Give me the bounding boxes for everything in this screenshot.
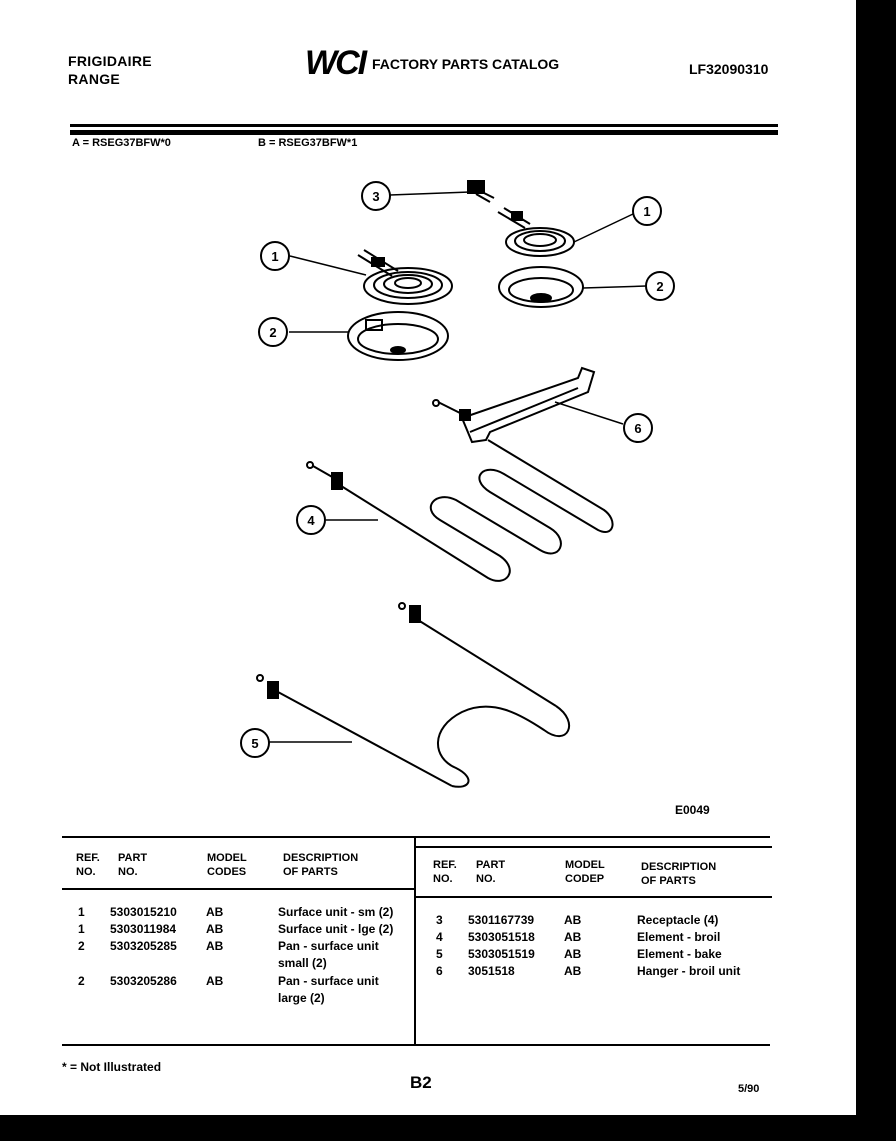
- table-rule-right-top: [416, 846, 772, 848]
- callout-2b: [645, 271, 675, 301]
- page-number: B2: [410, 1073, 432, 1092]
- callout-4: [296, 505, 326, 535]
- table-rule-top: [62, 836, 770, 838]
- leader-2b: [582, 285, 647, 289]
- callout-1a-label: 1: [271, 249, 278, 264]
- callout-2a-label: 2: [269, 325, 276, 340]
- callout-6: [623, 413, 653, 443]
- leader-3: [389, 191, 471, 196]
- parts-diagram: 3 1 1 2 2 6 4 5: [240, 180, 675, 788]
- callout-2b-label: 2: [656, 279, 663, 294]
- model-b: B = RSEG37BFW*1: [258, 137, 358, 149]
- receptacle-part: [467, 180, 495, 203]
- header-rule-bottom: [70, 130, 778, 135]
- callout-1b: [632, 196, 662, 226]
- header-rule-top: [70, 124, 778, 127]
- catalog-title: FACTORY PARTS CATALOG: [372, 56, 560, 72]
- pan-large-part: [347, 311, 449, 361]
- brand-name: FRIGIDAIRE: [68, 53, 152, 69]
- brand-block: FRIGIDAIRE RANGE: [68, 52, 152, 88]
- callout-4-label: 4: [307, 513, 315, 528]
- bottom-border: [0, 1115, 896, 1141]
- catalog-code: LF32090310: [689, 61, 769, 77]
- header-ref-left: REF.NO.: [76, 852, 100, 878]
- callout-6-label: 6: [634, 421, 641, 436]
- leader-1b: [573, 213, 634, 243]
- callout-3: [361, 181, 391, 211]
- catalog-date: 5/90: [738, 1083, 760, 1095]
- table-rule-bottom: [62, 1044, 770, 1046]
- bake-element-part: [256, 602, 571, 788]
- hanger-part: [432, 366, 596, 444]
- callout-5: [240, 728, 270, 758]
- not-illustrated-note: * = Not Illustrated: [62, 1060, 162, 1074]
- leader-1a: [289, 255, 367, 276]
- right-border: [856, 0, 896, 1141]
- table-rule-left-header: [62, 888, 416, 890]
- callout-2a: [258, 317, 288, 347]
- pan-small-part: [498, 266, 584, 308]
- callout-1a: [260, 241, 290, 271]
- model-a: A = RSEG37BFW*0: [72, 137, 171, 149]
- callout-1b-label: 1: [643, 204, 650, 219]
- wci-logo: WCI: [305, 44, 367, 82]
- surface-unit-large-part: [357, 249, 453, 305]
- callout-5-label: 5: [251, 736, 258, 751]
- figure-id: E0049: [675, 803, 710, 817]
- leader-6: [554, 401, 624, 425]
- broil-element-part: [306, 439, 614, 582]
- product-name: RANGE: [68, 71, 121, 87]
- table-divider: [414, 836, 416, 1046]
- callout-3-label: 3: [372, 189, 379, 204]
- table-rule-right-header: [416, 896, 772, 898]
- surface-unit-small-part: [497, 207, 575, 257]
- header-ref-right: REF.NO.: [433, 859, 457, 885]
